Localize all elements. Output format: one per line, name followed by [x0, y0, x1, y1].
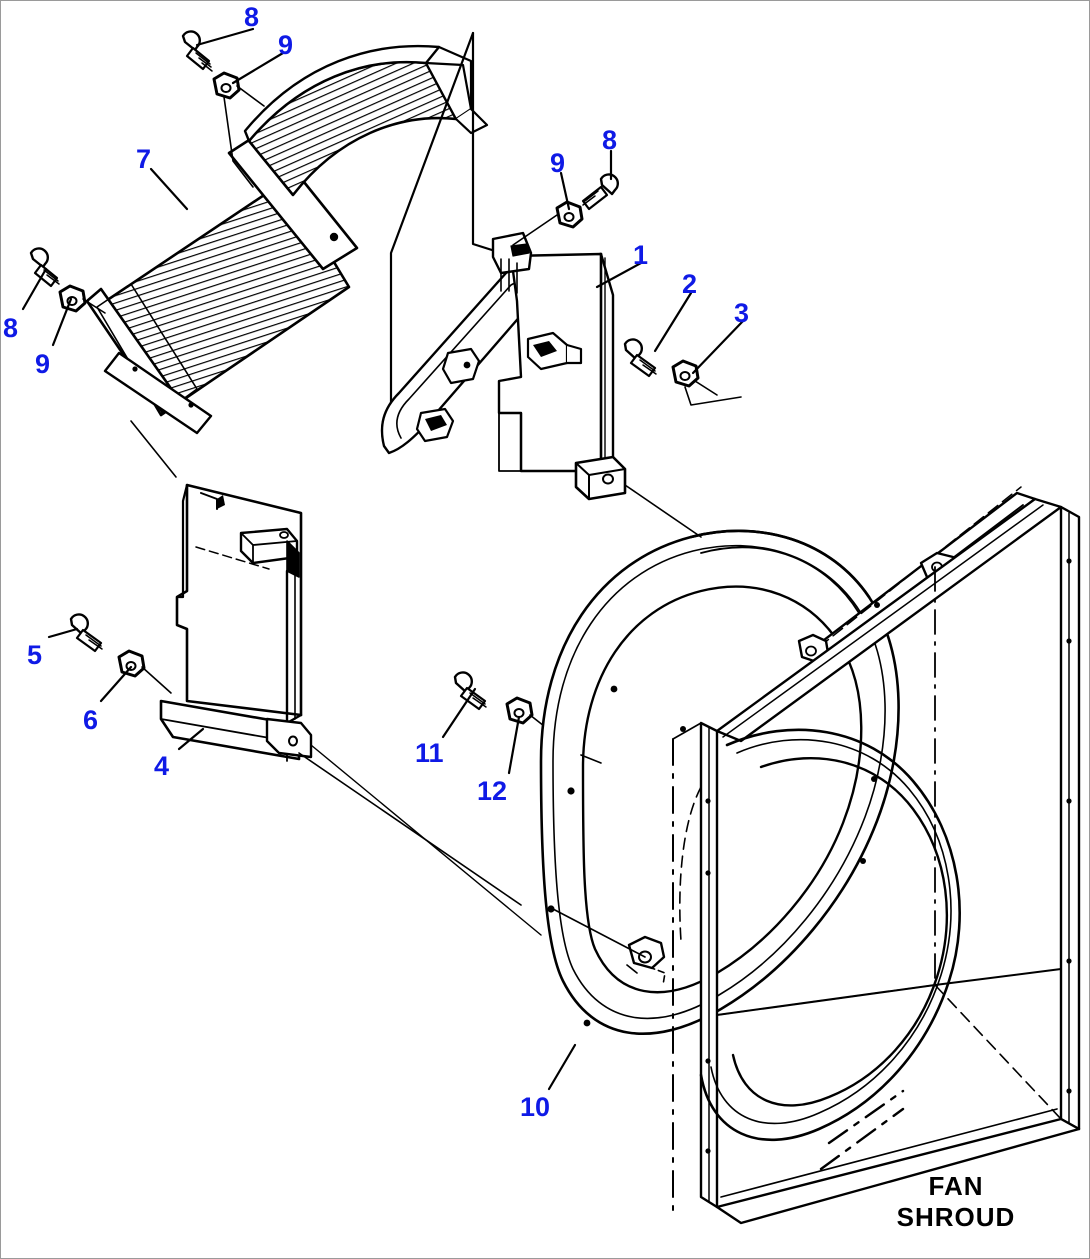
callout-6: 6 [83, 705, 99, 735]
shroud-lower-mount-lug [626, 935, 666, 986]
callout-7: 7 [136, 144, 152, 174]
washer-9-right [555, 200, 584, 229]
bolt-5 [69, 613, 103, 653]
bolt-8-right [581, 173, 620, 211]
bolt-8-top [181, 30, 213, 72]
callout-4: 4 [154, 751, 170, 781]
bolt-11 [453, 671, 487, 711]
callout-11: 11 [415, 738, 444, 768]
callout-3: 3 [734, 298, 750, 328]
washer-6 [117, 649, 146, 678]
support-plate-4 [159, 483, 313, 762]
callout-1: 1 [633, 240, 649, 270]
washer-12 [505, 696, 534, 725]
callout-2: 2 [682, 269, 698, 299]
drawing-linework [21, 27, 1081, 1225]
callout-12: 12 [477, 776, 508, 806]
washer-3 [671, 359, 700, 388]
washer-9-top [212, 71, 241, 100]
callout-leaders [21, 27, 745, 1091]
bolt-8-left [29, 247, 60, 288]
fan-shroud-label-line2: SHROUD [896, 1201, 1016, 1232]
callout-5: 5 [27, 640, 43, 670]
callout-9-right: 9 [550, 148, 566, 178]
callout-8-top: 8 [244, 2, 260, 32]
washer-9-left [58, 284, 87, 313]
bolt-2 [623, 338, 657, 378]
fan-shroud-label: FAN SHROUD [881, 1171, 1031, 1232]
bracket-1 [380, 31, 627, 501]
fan-shroud-label-line1: FAN [928, 1171, 984, 1201]
callout-9-top: 9 [278, 30, 294, 60]
fan-shroud-10 [539, 484, 1081, 1225]
callout-8-left: 8 [3, 313, 19, 343]
callout-8-right: 8 [602, 125, 618, 155]
fan-shroud-label-leader [819, 1089, 905, 1171]
oil-cooler-core [85, 44, 489, 435]
callout-9-left: 9 [35, 349, 51, 379]
callout-10: 10 [520, 1092, 551, 1122]
